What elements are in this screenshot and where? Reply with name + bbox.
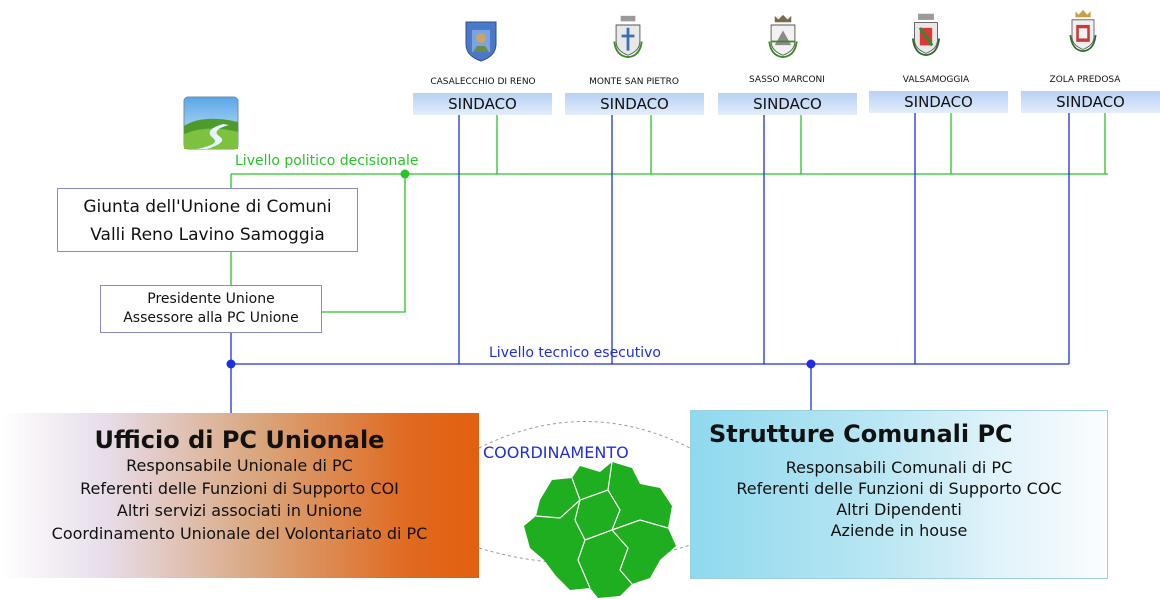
strutture-line: Altri Dipendenti [836,500,962,519]
sindaco-box-valsamoggia: SINDACO [869,91,1008,113]
sindaco-box-sasso-marconi: SINDACO [718,93,857,115]
strutture-title: Strutture Comunali PC [709,420,1013,448]
municipality-name: MONTE SAN PIETRO [589,77,679,87]
territory-map-icon [524,461,676,598]
union-logo-icon [183,96,239,150]
ufficio-line: Responsabile Unionale di PC [126,456,353,475]
presidente-line-1: Presidente Unione [147,291,275,307]
coordination-arc-top [478,421,691,449]
sindaco-box-casalecchio: SINDACO [413,93,552,115]
ufficio-title: Ufficio di PC Unionale [94,426,385,454]
municipality-name: VALSAMOGGIA [902,75,970,85]
technical-junction-right-dot [806,359,816,369]
coordination-label: COORDINAMENTO [483,443,629,462]
technical-level-label: Livello tecnico esecutivo [489,345,661,361]
ufficio-line: Referenti delle Funzioni di Supporto COI [80,478,399,498]
ufficio-line: Altri servizi associati in Unione [116,501,363,520]
presidente-line-2: Assessore alla PC Unione [123,310,299,326]
presidente-box: Presidente Unione Assessore alla PC Unio… [100,285,322,333]
strutture-line: Aziende in house [830,521,968,540]
strutture-comunali-box: Strutture Comunali PC Responsabili Comun… [690,410,1108,579]
giunta-box: Giunta dell'Unione di Comuni Valli Reno … [57,188,358,252]
municipality-name: ZOLA PREDOSA [1049,75,1121,85]
municipality-name: CASALECCHIO DI RENO [430,77,536,87]
crest-sasso-marconi-icon [768,14,798,58]
ufficio-line: Coordinamento Unionale del Volontariato … [51,523,428,543]
giunta-line-2: Valli Reno Lavino Samoggia [90,225,325,245]
crest-monte-san-pietro-icon [613,15,643,58]
sindaco-box-monte-san-pietro: SINDACO [565,93,704,115]
crest-valsamoggia-icon [911,13,941,56]
sindaco-box-zola-predosa: SINDACO [1021,91,1160,113]
political-link-presidente [322,174,406,313]
technical-junction-left-dot [226,359,236,369]
crest-zola-predosa-icon [1069,9,1097,52]
ufficio-pc-unionale-box: Ufficio di PC Unionale Responsabile Unio… [0,413,479,578]
giunta-line-1: Giunta dell'Unione di Comuni [83,197,332,217]
political-level-label: Livello politico decisionale [235,153,419,169]
strutture-line: Referenti delle Funzioni di Supporto COC [736,479,1062,498]
political-junction-dot [400,169,410,179]
crest-casalecchio-icon [465,21,497,62]
strutture-line: Responsabili Comunali di PC [785,458,1013,477]
municipality-name: SASSO MARCONI [749,75,825,85]
